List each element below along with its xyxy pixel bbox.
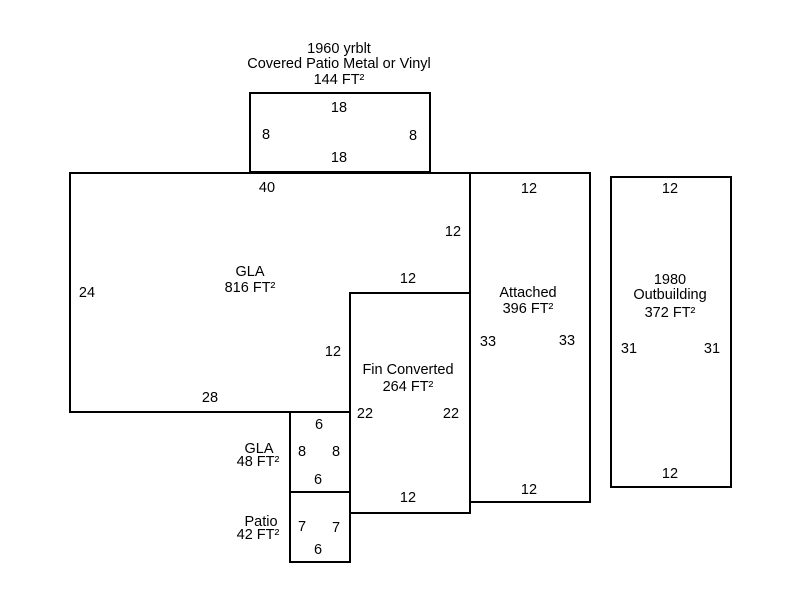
dim-bottom: 12 (521, 482, 537, 498)
dim-left: 31 (621, 341, 637, 357)
dim-inner-side: 12 (325, 344, 341, 360)
fin-converted-name: Fin Converted (362, 362, 453, 378)
gla-main-name: GLA (235, 264, 264, 280)
fin-converted-area: Fin Converted 264 FT² 22 22 12 (349, 292, 471, 514)
dim-left: 7 (298, 519, 306, 535)
dim-left: 33 (480, 334, 496, 350)
dim-right: 31 (704, 341, 720, 357)
dim-top: 12 (521, 181, 537, 197)
patio-area: Patio 42 FT² 7 7 6 (237, 491, 351, 563)
dim-bottom: 28 (202, 390, 218, 406)
dim-right: 8 (332, 444, 340, 460)
dim-left: 24 (79, 285, 95, 301)
dim-bottom: 6 (314, 542, 322, 558)
patio-area-label: 42 FT² (237, 527, 280, 543)
gla-small-area-label: 48 FT² (237, 454, 280, 470)
dim-inner-top: 12 (400, 271, 416, 287)
dim-right-upper: 12 (445, 224, 461, 240)
dim-left: 8 (262, 127, 270, 143)
dim-top: 18 (331, 100, 347, 116)
dim-right: 33 (559, 333, 575, 349)
covered-patio-name: Covered Patio Metal or Vinyl (247, 56, 431, 72)
gla-main-area: GLA 816 FT² 40 24 12 12 12 28 (69, 172, 471, 413)
attached-area-label: 396 FT² (503, 301, 554, 317)
gla-main-area-label: 816 FT² (225, 280, 276, 296)
attached-name: Attached (499, 285, 556, 301)
dim-left: 8 (298, 444, 306, 460)
dim-bottom: 12 (400, 490, 416, 506)
fin-converted-area-label: 264 FT² (383, 379, 434, 395)
dim-top: 40 (259, 180, 275, 196)
covered-patio-area-label: 144 FT² (314, 72, 365, 88)
dim-right: 8 (409, 128, 417, 144)
patio-name: Patio (244, 514, 277, 530)
outbuilding-area: 1980 Outbuilding 372 FT² 12 31 31 12 (610, 176, 732, 488)
gla-small-area: GLA 48 FT² 6 8 8 6 (237, 411, 351, 493)
attached-area: Attached 396 FT² 12 33 33 12 (469, 172, 591, 503)
covered-patio-area: 1960 yrblt Covered Patio Metal or Vinyl … (247, 41, 431, 173)
patio-outline (289, 491, 351, 563)
outbuilding-area-label: 372 FT² (645, 305, 696, 321)
fin-converted-outline (349, 292, 471, 514)
dim-bottom: 12 (662, 466, 678, 482)
gla-small-name: GLA (244, 441, 273, 457)
dim-left: 22 (357, 406, 373, 422)
covered-patio-year: 1960 yrblt (307, 41, 371, 57)
dim-right: 7 (332, 520, 340, 536)
outbuilding-name: Outbuilding (633, 287, 706, 303)
outbuilding-outline (610, 176, 732, 488)
dim-bottom: 6 (314, 472, 322, 488)
dim-bottom: 18 (331, 150, 347, 166)
dim-top: 12 (662, 181, 678, 197)
dim-top: 6 (315, 417, 323, 433)
dim-right: 22 (443, 406, 459, 422)
outbuilding-year: 1980 (654, 272, 686, 288)
